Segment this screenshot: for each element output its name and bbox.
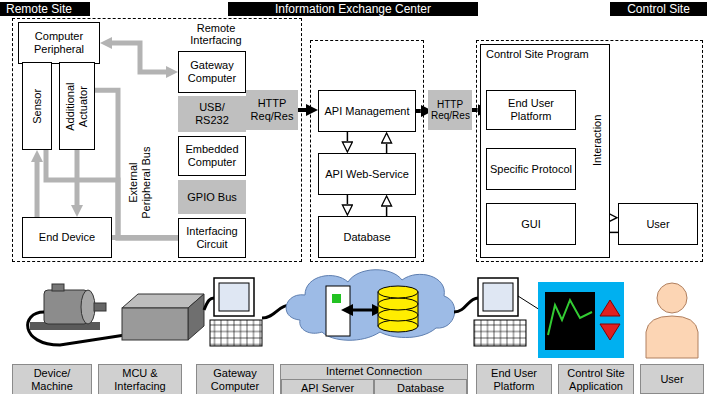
box-text: HTTP Req/Res	[428, 99, 472, 122]
connector	[386, 144, 388, 153]
server-db-arrow	[353, 309, 372, 312]
gateway-computer-icon	[210, 278, 262, 346]
box-text: Sensor	[31, 65, 44, 147]
control-app-screen	[538, 282, 624, 358]
box-text: Embedded Computer	[179, 143, 245, 168]
box-text: Database	[375, 382, 466, 394]
process-box: Interfacing Circuit	[178, 218, 246, 258]
region-header: Information Exchange Center	[228, 2, 478, 16]
box-text: GUI	[487, 218, 575, 231]
box-text: API Web-Service	[319, 168, 415, 181]
box-text: API Server	[282, 382, 373, 394]
process-box: End User Platform	[486, 90, 576, 130]
caption-group: Internet ConnectionAPI ServerDatabase	[280, 364, 468, 394]
caption-box: Database	[374, 379, 467, 394]
box-text: Control Site Application	[559, 367, 633, 392]
box-text: GPIO Bus	[178, 191, 246, 204]
connector	[347, 195, 349, 204]
bus-band: GPIO Bus	[178, 180, 246, 214]
caption-box: Control Site Application	[558, 364, 634, 394]
caption-box: MCU & Interfacing	[98, 364, 182, 394]
region-header: Remote Site	[0, 2, 90, 16]
box-text: End Device	[23, 231, 111, 244]
caption-box: Device/ Machine	[12, 364, 92, 394]
cable	[28, 312, 125, 345]
bus-band: USB/ RS232	[178, 96, 246, 132]
vertical-box: Additional Actuator	[59, 62, 95, 150]
bus-band: HTTP Req/Res	[428, 90, 472, 130]
database-icon	[378, 286, 418, 332]
connector	[35, 162, 40, 217]
process-box: User	[618, 203, 698, 245]
process-box: End Device	[22, 217, 112, 258]
caption-box: API Server	[281, 379, 374, 394]
connector	[347, 132, 349, 141]
vertical-box: Sensor	[22, 62, 52, 150]
user-figure	[646, 283, 698, 358]
vertical-label: Interaction	[591, 90, 604, 190]
box-text: Device/ Machine	[13, 367, 91, 392]
caption-box: Gateway Computer	[196, 364, 274, 394]
bus-band: HTTP Req/Res	[246, 90, 298, 130]
box-text: User	[641, 373, 703, 386]
caption-box: End User Platform	[476, 364, 552, 394]
box-text: Specific Protocol	[487, 163, 575, 176]
box-text: Control Site Program	[481, 45, 609, 64]
cable	[454, 298, 478, 312]
box-text: End User Platform	[477, 367, 551, 392]
mcu-box	[122, 294, 204, 340]
process-box: Embedded Computer	[178, 136, 246, 176]
vertical-label: External Peripheral Bus	[127, 137, 152, 227]
box-text: API Management	[319, 105, 415, 118]
site-region: Remote SiteComputer PeripheralGateway Co…	[12, 18, 302, 262]
box-text: Interfacing Circuit	[179, 225, 245, 250]
connector	[416, 109, 421, 113]
site-region: Control SiteControl Site ProgramEnd User…	[476, 40, 703, 262]
group-label: Remote Interfacing	[184, 22, 248, 47]
box-text: Computer Peripheral	[19, 30, 99, 55]
process-box: GUI	[486, 203, 576, 245]
box-text: Gateway Computer	[197, 367, 273, 392]
box-text: End User Platform	[487, 97, 575, 122]
process-box: Specific Protocol	[486, 148, 576, 190]
program-box: Control Site ProgramEnd User PlatformSpe…	[480, 44, 610, 258]
region-header: Control Site	[610, 2, 707, 16]
connector	[112, 235, 178, 240]
process-box: API Web-Service	[318, 153, 416, 195]
box-text: HTTP Req/Res	[246, 97, 298, 122]
process-box: Gateway Computer	[178, 51, 246, 93]
cable	[204, 298, 214, 310]
box-text: Internet Connection	[281, 365, 467, 378]
process-box: API Management	[318, 90, 416, 132]
process-box: Computer Peripheral	[18, 22, 100, 64]
site-region: Information Exchange CenterAPI Managemen…	[310, 40, 424, 262]
connector	[112, 43, 166, 72]
internet-cloud	[286, 270, 455, 341]
box-text: Database	[319, 231, 415, 244]
end-user-computer-icon	[474, 278, 526, 346]
leader-line	[518, 296, 540, 310]
box-text: MCU & Interfacing	[99, 367, 181, 392]
connector	[95, 90, 178, 238]
box-text: USB/ RS232	[178, 101, 246, 126]
box-text: Additional Actuator	[64, 65, 89, 147]
connector	[298, 108, 306, 112]
process-box: Database	[318, 216, 416, 258]
api-server-icon	[326, 286, 350, 336]
connector	[386, 207, 388, 216]
caption-box: User	[640, 364, 704, 394]
box-text: Gateway Computer	[179, 59, 245, 84]
box-text: User	[619, 218, 697, 231]
motor-machine	[30, 284, 106, 330]
